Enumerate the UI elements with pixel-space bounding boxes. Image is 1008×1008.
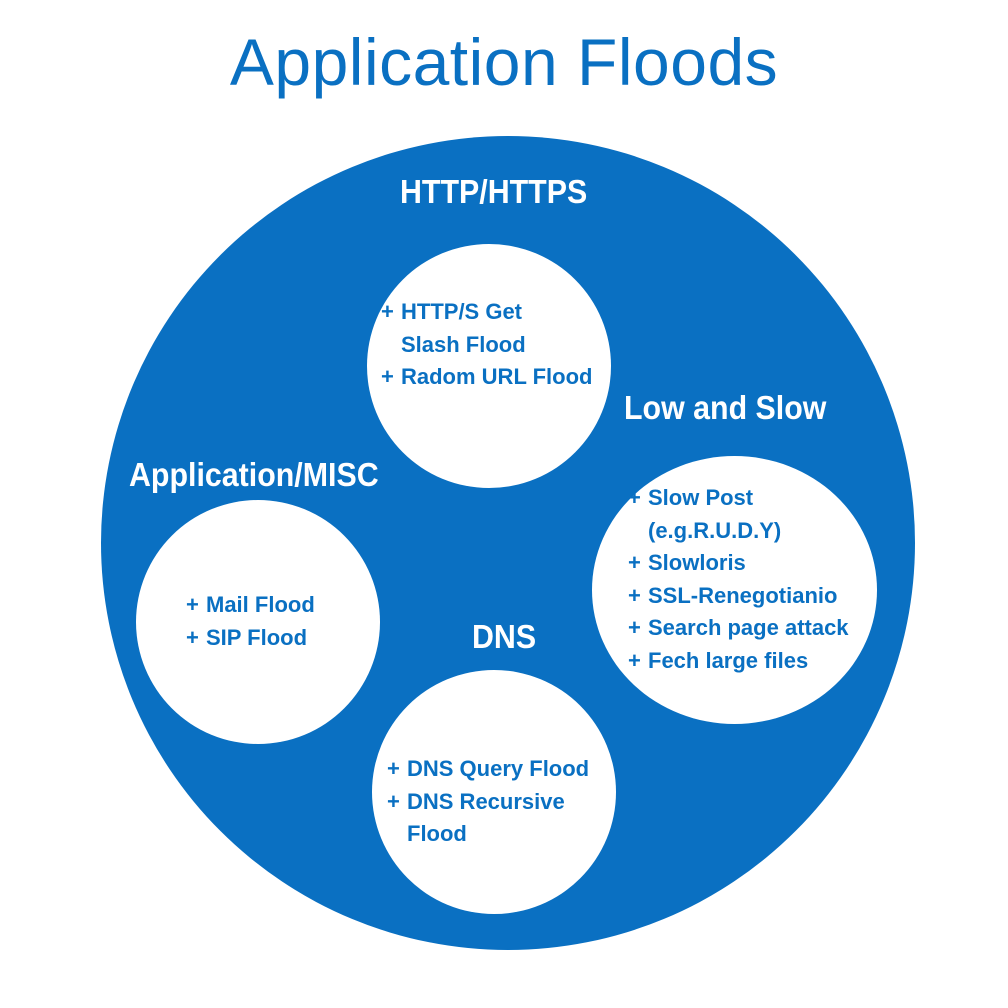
list-item: Slash Flood [401, 331, 526, 357]
list-item: +SIP Flood [186, 624, 308, 650]
group-list-dns: +DNS Query Flood +DNS Recursive Flood [387, 753, 589, 851]
list-item: +HTTP/S Get [381, 299, 523, 324]
group-list-misc: +Mail Flood +SIP Flood [186, 589, 315, 654]
group-list-low-slow: +Slow Post (e.g.R.U.D.Y) +Slowloris +SSL… [628, 482, 849, 677]
group-heading-http: HTTP/HTTPS [400, 173, 588, 210]
group-heading-dns: DNS [472, 618, 537, 655]
group-circle-misc [136, 500, 380, 744]
list-item: +DNS Recursive [387, 788, 565, 814]
list-item: +Radom URL Flood [381, 364, 593, 389]
list-item: +Search page attack [628, 615, 849, 640]
group-circle-http [367, 244, 611, 488]
group-heading-low-slow: Low and Slow [624, 389, 827, 426]
list-item: (e.g.R.U.D.Y) [648, 517, 782, 543]
group-circle-low-slow [592, 456, 877, 724]
diagram-title: Application Floods [229, 25, 779, 99]
list-item: +Slowloris [628, 550, 746, 575]
list-item: +SSL-Renegotianio [628, 582, 838, 608]
group-list-http: +HTTP/S Get Slash Flood +Radom URL Flood [381, 296, 592, 394]
group-circle-dns [372, 670, 616, 914]
list-item: +Fech large files [628, 647, 809, 673]
list-item: Flood [407, 821, 467, 846]
list-item: +Slow Post [628, 485, 754, 510]
list-item: +Mail Flood [186, 592, 315, 617]
group-heading-misc: Application/MISC [129, 456, 379, 493]
list-item: +DNS Query Flood [387, 756, 590, 781]
